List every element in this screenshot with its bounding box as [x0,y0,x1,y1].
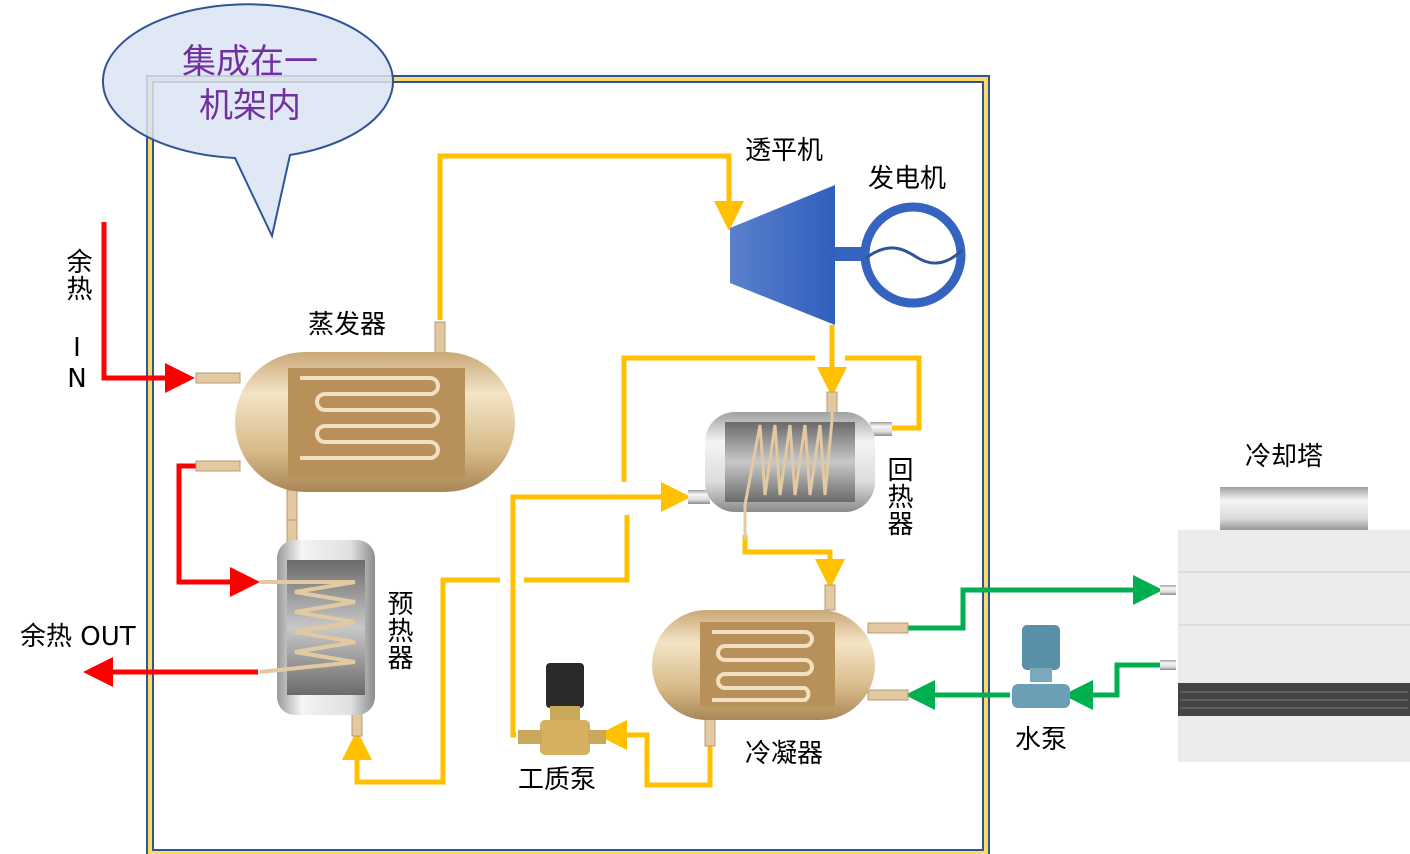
working-fluid-pump [518,663,606,755]
heat-source-lines [83,222,260,687]
label-heat-out: 余热 OUT [20,622,136,652]
water-pump [1012,625,1070,708]
label-condenser: 冷凝器 [745,739,824,769]
turbine [730,185,835,325]
label-turbine: 透平机 [745,136,824,166]
bubble-line-2: 机架内 [199,86,301,126]
label-evaporator: 蒸发器 [308,310,387,340]
label-recuperator: 回热器 [883,456,913,537]
label-water-pump: 水泵 [1015,725,1068,755]
cooling-water-lines [905,575,1163,710]
label-heat-in: 余热 IN [62,248,92,395]
evaporator [195,321,515,521]
generator [835,202,966,308]
rack-frame [146,75,990,854]
label-working-fluid-pump: 工质泵 [518,765,597,795]
preheater [259,519,375,737]
bubble-line-1: 集成在一 [182,42,318,82]
label-preheater: 预热器 [383,590,413,671]
cooling-tower [1160,487,1410,762]
recuperator [688,391,892,540]
label-generator: 发电机 [868,164,947,194]
condenser [652,584,909,747]
speech-bubble [102,3,394,240]
label-cooling-tower: 冷却塔 [1245,442,1324,472]
working-fluid-lines [342,153,922,788]
bubble-text: 集成在一 机架内 [160,40,340,128]
